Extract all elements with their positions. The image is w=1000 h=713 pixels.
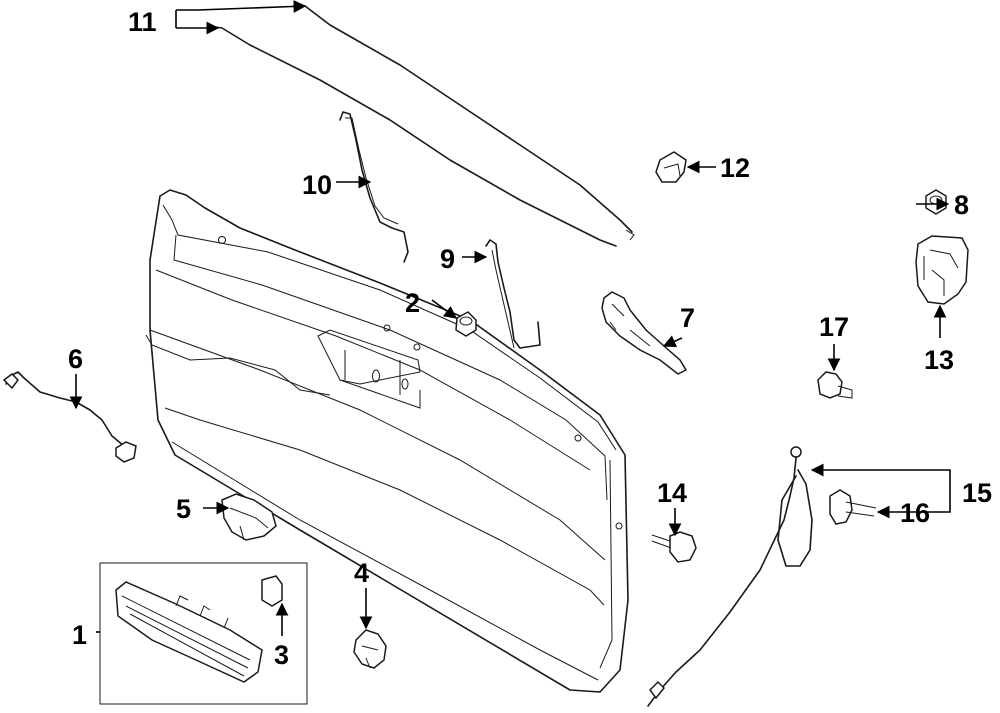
part-2-nut	[455, 311, 477, 337]
part-8-nut	[925, 189, 947, 215]
callout-15: 15	[962, 478, 992, 508]
callout-11: 11	[128, 7, 157, 37]
part-11-rods	[214, 5, 635, 247]
part-13-bracket	[915, 235, 969, 305]
callout-12: 12	[720, 153, 750, 183]
callout-7: 7	[680, 303, 695, 333]
part-4-latch	[353, 629, 387, 669]
callout-2: 2	[405, 288, 420, 318]
callout-4: 4	[354, 558, 369, 588]
callout-10: 10	[302, 170, 332, 200]
leader-lines	[69, 6, 951, 636]
callout-6: 6	[68, 344, 83, 374]
callout-3: 3	[274, 640, 289, 670]
part-10-rod	[339, 111, 409, 263]
callout-8: 8	[954, 190, 969, 220]
part-1-handle-group	[99, 562, 308, 705]
callout-1: 1	[72, 620, 87, 650]
part-12-clip	[655, 151, 687, 183]
part-7-latch	[601, 291, 688, 375]
part-5-camera	[221, 493, 277, 541]
part-16-bolt	[829, 489, 877, 525]
callout-14: 14	[657, 478, 687, 508]
callout-16: 16	[900, 498, 930, 528]
part-9-rod	[485, 239, 541, 349]
part-17-bolt	[817, 371, 853, 399]
part-15-cable	[647, 446, 813, 707]
part-14-bolt	[651, 531, 697, 563]
part-6-harness	[2, 371, 137, 463]
callout-17: 17	[819, 312, 849, 342]
callout-9: 9	[440, 244, 455, 274]
callout-numbers: 11 12 10 9 2 8 13 7 17 6 5 14 16 15 4 1 …	[68, 7, 992, 670]
callout-13: 13	[924, 345, 954, 375]
tailgate-panel	[145, 189, 629, 693]
callout-5: 5	[176, 494, 191, 524]
